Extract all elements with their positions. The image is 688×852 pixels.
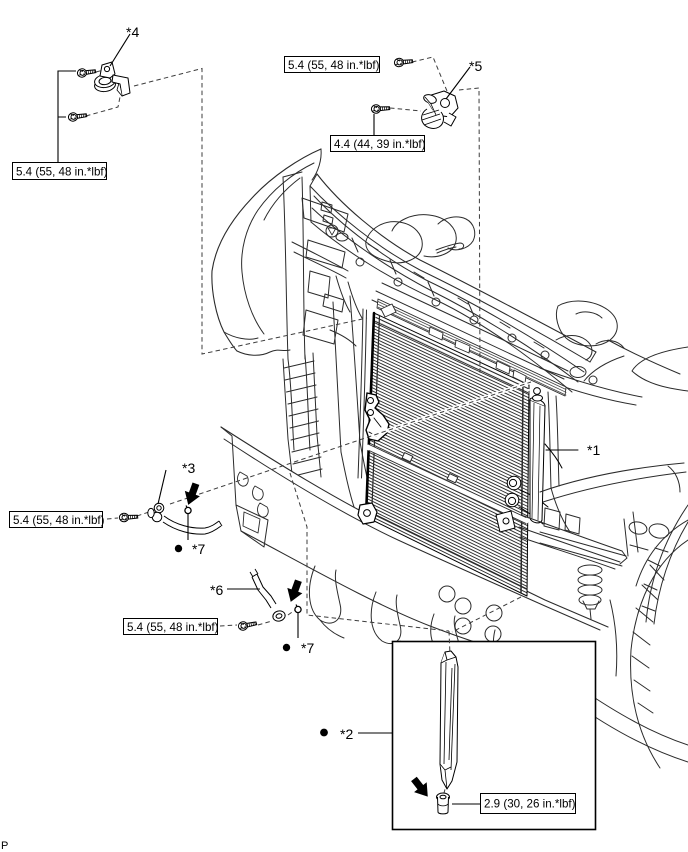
svg-text:5.4 (55, 48 in.*lbf): 5.4 (55, 48 in.*lbf) [127,621,219,634]
svg-text:4.4 (44, 39 in.*lbf): 4.4 (44, 39 in.*lbf) [334,138,426,151]
svg-text:P: P [1,840,8,852]
svg-text:*2: *2 [340,726,353,742]
svg-text:*7: *7 [301,640,314,656]
svg-text:*3: *3 [182,460,195,476]
svg-text:5.4 (55, 48 in.*lbf): 5.4 (55, 48 in.*lbf) [16,166,108,179]
svg-text:*5: *5 [469,58,482,74]
svg-text:*4: *4 [126,24,139,40]
svg-text:*1: *1 [587,442,600,458]
svg-text:*6: *6 [210,582,223,598]
svg-text:2.9 (30, 26 in.*lbf): 2.9 (30, 26 in.*lbf) [484,798,576,811]
svg-text:5.4 (55, 48 in.*lbf): 5.4 (55, 48 in.*lbf) [13,514,105,527]
svg-text:*7: *7 [192,541,205,557]
svg-text:5.4 (55, 48 in.*lbf): 5.4 (55, 48 in.*lbf) [288,59,380,72]
